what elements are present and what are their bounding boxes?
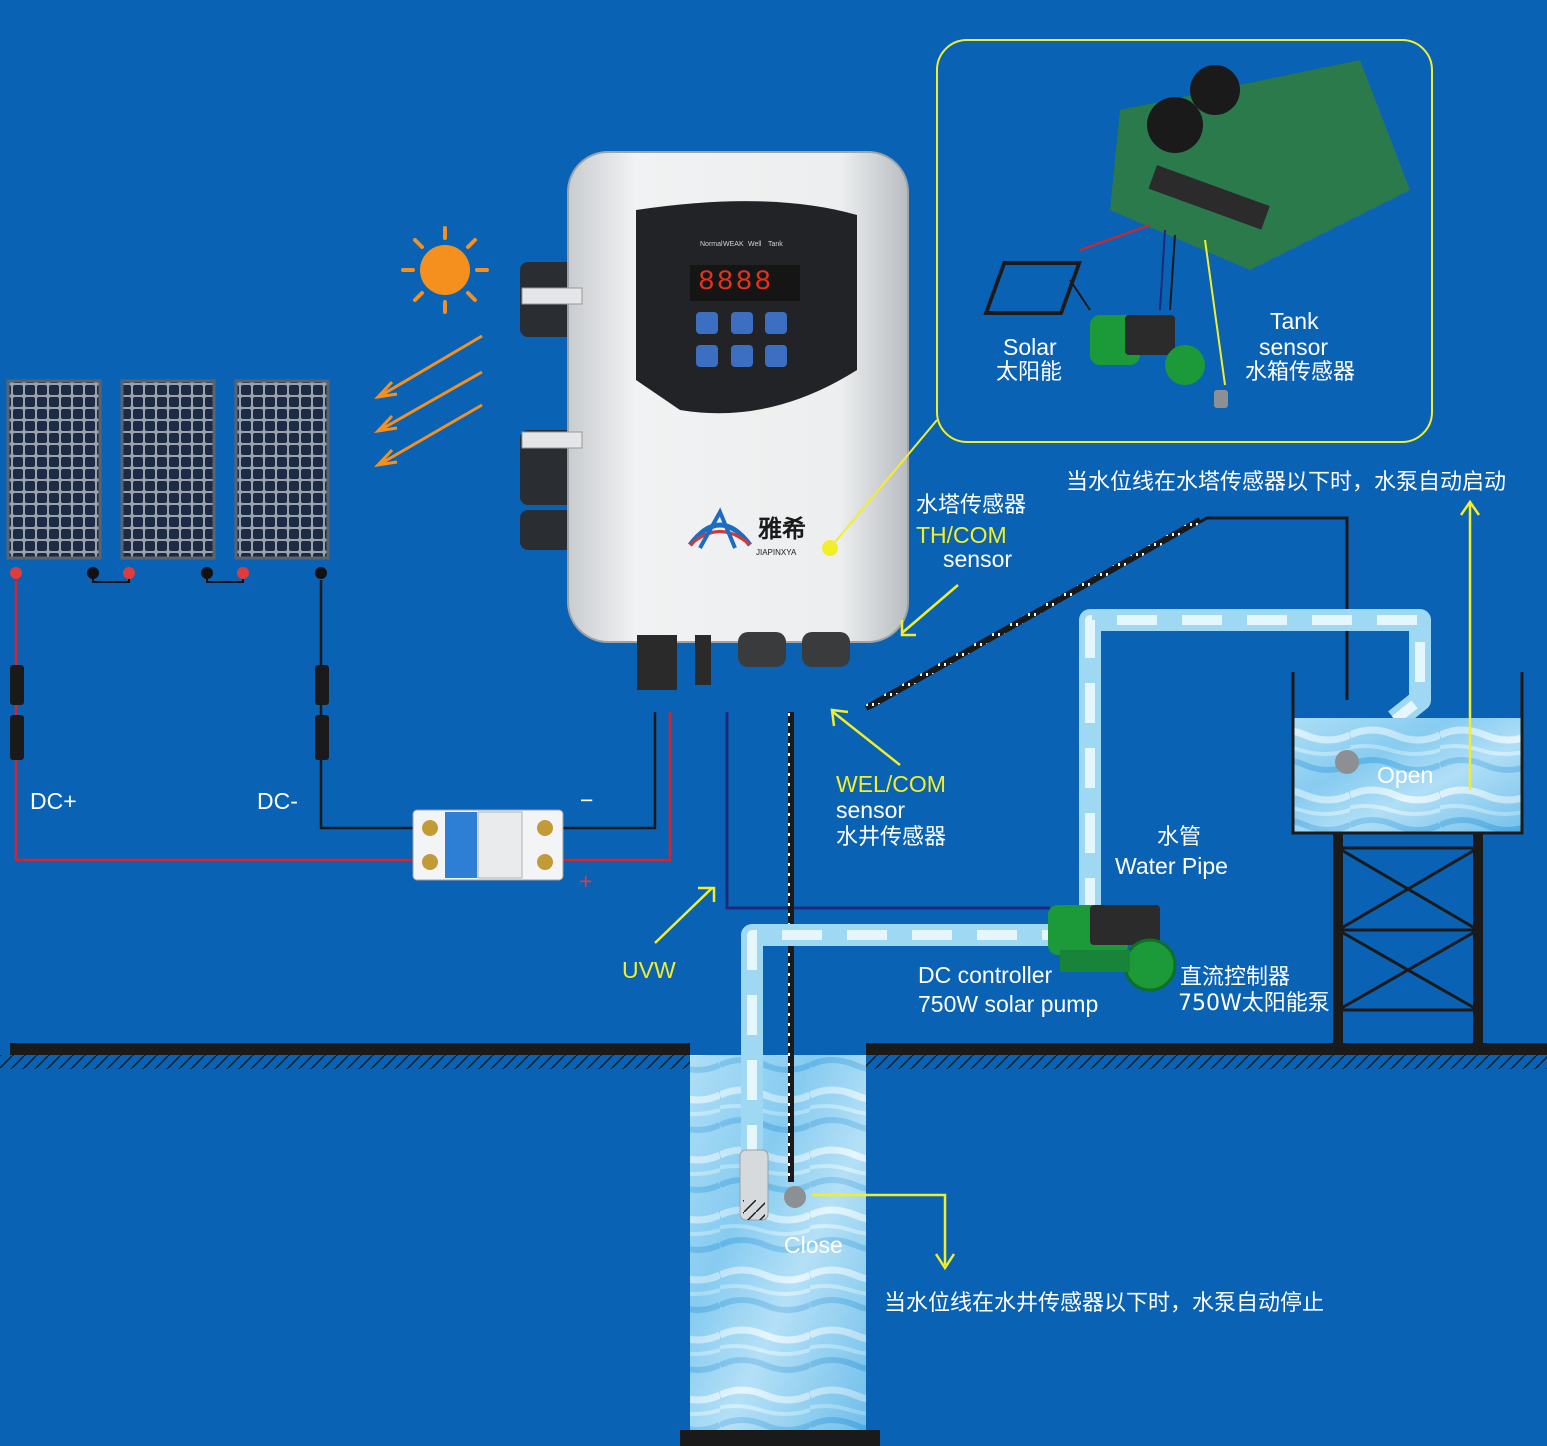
controller-status-normal: Normal [700,241,723,248]
inset-box [829,39,1433,549]
controller-status-well: Well [748,241,762,248]
inset-tank-label: Tank [1270,308,1319,334]
wel-com-label: WEL/COM [836,771,946,797]
controller-keypad [696,312,787,367]
dc-plus-label: DC+ [30,788,77,814]
controller-box [520,151,909,690]
breaker-minus-label: − [580,787,594,813]
solar-pump [1048,905,1177,992]
inset-solar-label: Solar [1003,334,1057,360]
well-sensor-cn-label: 水井传感器 [836,825,947,850]
mc4-connectors [10,665,329,760]
inset-tank-cn-label: 水箱传感器 [1245,360,1356,385]
pump-en-label-1: DC controller [918,962,1053,988]
pump-cn-label-2: 750W太阳能泵 [1178,991,1330,1016]
inset-solar-cn-label: 太阳能 [996,360,1063,385]
circuit-breaker [412,809,564,881]
well [690,1055,866,1430]
water-tower [1291,672,1524,1043]
solar-panels [6,379,330,583]
pump-cn-label-1: 直流控制器 [1180,965,1291,990]
pipe-en-label: Water Pipe [1115,853,1228,879]
sun-icon [373,226,489,468]
th-sensor-label: sensor [943,546,1013,572]
pump-en-label-2: 750W solar pump [918,991,1099,1017]
well-equipment [739,1149,806,1221]
controller-brand-en: JIAPINXYA [756,548,797,557]
open-label: Open [1377,762,1434,788]
uvw-label: UVW [622,957,676,983]
th-com-label: TH/COM [916,522,1007,548]
well-sensor-cable [788,712,794,1182]
controller-display: 8888 [698,267,774,298]
controller-brand-cn: 雅希 [758,515,806,543]
close-label: Close [784,1232,843,1258]
controller-status-weak: WEAK [723,241,744,248]
ground [0,1043,1547,1446]
annotation-arrows [654,499,1481,1271]
dc-minus-label: DC- [257,788,298,814]
top-note: 当水位线在水塔传感器以下时，水泵自动启动 [1066,470,1507,495]
tower-sensor-cn-label: 水塔传感器 [916,493,1027,518]
bottom-note: 当水位线在水井传感器以下时，水泵自动停止 [884,1291,1325,1316]
breaker-plus-label: + [579,868,593,894]
pipe-cn-label: 水管 [1157,825,1202,850]
water-pipe [741,609,1431,1165]
controller-status-tank: Tank [768,241,783,248]
panel-terminals [10,567,327,579]
inset-tank-sensor-label: sensor [1259,334,1329,360]
wel-sensor-label: sensor [836,797,906,823]
tower-sensor-cable [864,517,1202,711]
